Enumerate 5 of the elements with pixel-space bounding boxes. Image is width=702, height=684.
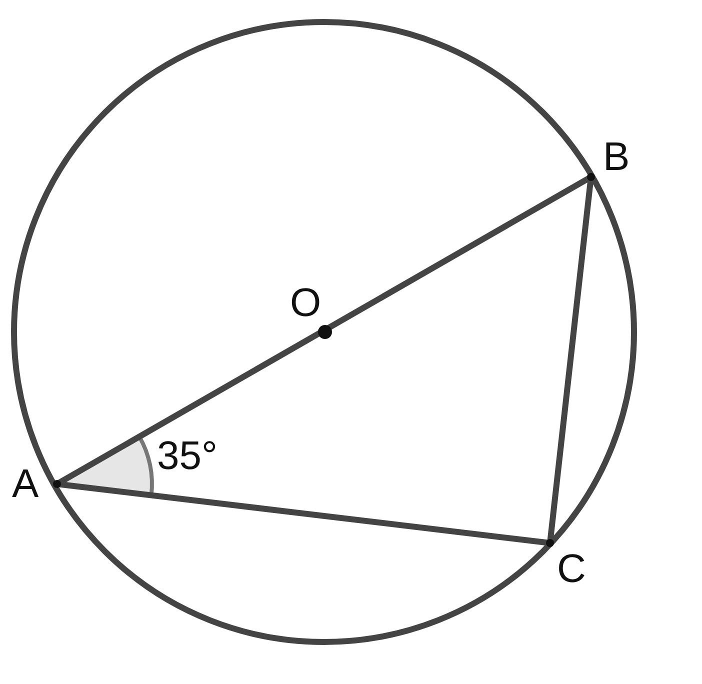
angle-label: 35° — [157, 436, 218, 476]
point-label: O — [290, 283, 322, 323]
point-label: B — [603, 137, 630, 177]
point-label: C — [557, 549, 586, 589]
point-label: A — [12, 464, 39, 504]
